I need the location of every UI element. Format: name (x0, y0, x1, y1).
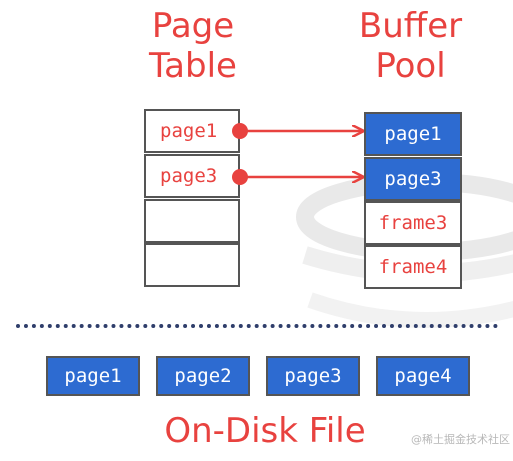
page-table-entry (144, 243, 240, 287)
disk-page: page4 (376, 356, 470, 396)
buffer-pool-title-line2: Pool (375, 46, 446, 86)
page-table-entry (144, 199, 240, 243)
disk-page: page3 (266, 356, 360, 396)
buffer-pool-frame: page3 (364, 157, 462, 201)
disk-file-caption: On-Disk File (164, 411, 366, 451)
page-table-title-line2: Table (149, 46, 237, 86)
disk-page: page1 (46, 356, 140, 396)
disk-page: page2 (156, 356, 250, 396)
watermark-text: @稀土掘金技术社区 (411, 433, 510, 446)
buffer-pool-frame: frame3 (364, 201, 462, 245)
buffer-pool-frame: page1 (364, 112, 462, 156)
buffer-pool-frame: frame4 (364, 245, 462, 289)
memory-disk-separator (16, 324, 498, 328)
watermark-ring-low (307, 292, 513, 328)
page-table-title-line1: Page (151, 6, 235, 46)
page-table-entry: page1 (144, 109, 240, 153)
page-table-entry: page3 (144, 154, 240, 198)
buffer-pool-title-line1: Buffer (358, 6, 463, 46)
